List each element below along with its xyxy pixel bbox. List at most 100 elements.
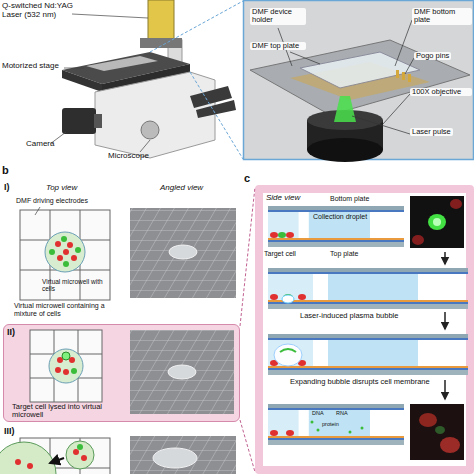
fluorescence-image xyxy=(433,218,441,226)
side-view-stage xyxy=(298,360,306,366)
electrode-grid xyxy=(30,330,102,402)
fluorescence-image xyxy=(410,404,464,460)
part-label: DMF bottom plate xyxy=(412,8,472,25)
virtual-microwell xyxy=(57,255,63,261)
part-label: DMF device holder xyxy=(250,8,306,25)
zoom-guide-line xyxy=(190,72,243,159)
leader-line xyxy=(64,68,84,69)
side-view-stage xyxy=(282,295,294,303)
microscope-illustration xyxy=(148,0,174,40)
electrode-grid xyxy=(77,444,83,450)
panel-letter: c xyxy=(244,172,250,184)
fluorescence-image xyxy=(435,426,445,434)
device-holder-render xyxy=(402,72,405,80)
side-view-stage xyxy=(317,429,320,432)
side-view-stage xyxy=(270,430,278,436)
electrode-grid xyxy=(20,210,110,300)
leader-line xyxy=(278,20,414,134)
side-view-stage xyxy=(268,268,468,309)
step-caption: Target cell lysed into virtual microwell xyxy=(12,403,130,420)
side-view-stage xyxy=(268,334,468,375)
zoom-guide-line xyxy=(150,1,243,159)
molecule-label: protein xyxy=(322,421,339,427)
electrode-grid xyxy=(71,368,77,374)
side-view-stage xyxy=(270,360,278,366)
device-holder-render xyxy=(244,1,474,163)
device-holder-render xyxy=(244,1,474,160)
electrode-grid xyxy=(30,330,102,402)
side-view-stage xyxy=(270,232,278,238)
microscope-illustration xyxy=(141,121,159,139)
side-view-stage xyxy=(311,421,314,424)
side-view-stage xyxy=(349,431,352,434)
step-number: I) xyxy=(4,182,10,192)
device-photo xyxy=(130,330,234,414)
molecule-label: DNA xyxy=(312,410,324,416)
device-photo xyxy=(168,365,196,379)
side-view-stage xyxy=(274,344,302,366)
device-photo xyxy=(169,245,197,259)
side-view-stage xyxy=(298,294,306,300)
side-view-stage xyxy=(286,232,294,238)
side-view-stage xyxy=(268,206,404,247)
electrode-grid xyxy=(0,438,110,474)
part-label: Collection droplet xyxy=(313,213,369,221)
electrode-grid xyxy=(81,455,87,461)
side-view-stage xyxy=(270,294,278,300)
fluorescence-image xyxy=(428,214,446,230)
part-label: Bottom plate xyxy=(330,195,369,203)
electrode-grid xyxy=(63,369,69,375)
electrode-grid xyxy=(0,442,56,474)
step-caption: Laser-induced plasma bubble xyxy=(300,312,398,320)
virtual-microwell xyxy=(45,232,85,272)
leader-line xyxy=(140,140,150,152)
leader-line xyxy=(72,14,148,18)
electrode-grid xyxy=(73,449,79,455)
leader-line xyxy=(290,52,320,64)
microscope-illustration xyxy=(94,114,102,128)
virtual-microwell xyxy=(75,247,81,253)
leader-line xyxy=(395,20,412,66)
device-holder-render xyxy=(250,40,470,115)
side-view-stage xyxy=(286,430,294,436)
device-photo xyxy=(130,436,236,474)
step-caption: Virtual microwell containing a mixture o… xyxy=(14,302,126,318)
step-number: III) xyxy=(4,426,15,436)
device-photo xyxy=(130,330,234,414)
virtual-microwell xyxy=(61,236,67,242)
electrode-grid xyxy=(30,330,102,402)
leader-line xyxy=(383,94,410,124)
microscope-illustration xyxy=(86,56,158,71)
part-label: DMF top plate xyxy=(250,42,306,50)
virtual-microwell xyxy=(49,249,55,255)
side-view-stage xyxy=(268,268,468,309)
microscope-illustration xyxy=(62,70,102,92)
microscope-illustration xyxy=(62,108,96,134)
panel-box: cSide view xyxy=(255,185,474,474)
fluorescence-image xyxy=(410,196,464,248)
electrode-grid xyxy=(27,463,33,469)
part-label: Pogo pins xyxy=(414,52,451,60)
virtual-microwell xyxy=(45,232,85,272)
step-number: II) xyxy=(7,327,15,337)
electrode-grid xyxy=(62,352,70,360)
dashed-connector xyxy=(240,420,255,472)
part-label: Top plate xyxy=(330,250,358,258)
virtual-microwell xyxy=(67,242,73,248)
leader-line xyxy=(50,14,150,152)
electrode-grid xyxy=(57,357,63,363)
fluorescence-image xyxy=(410,196,464,460)
step-arrow xyxy=(444,252,446,399)
part-label: Motorized stage xyxy=(2,62,64,71)
view-title: Top view xyxy=(46,184,77,193)
device-photo xyxy=(130,208,236,298)
side-view-stage xyxy=(280,349,296,352)
virtual-microwell xyxy=(71,255,77,261)
microscope-illustration xyxy=(62,0,236,158)
panel-letter: b xyxy=(2,164,9,176)
device-holder-render xyxy=(334,96,356,122)
molecule-label: RNA xyxy=(336,410,348,416)
part-label: Q-switched Nd:YAG Laser (532 nm) xyxy=(2,2,80,20)
